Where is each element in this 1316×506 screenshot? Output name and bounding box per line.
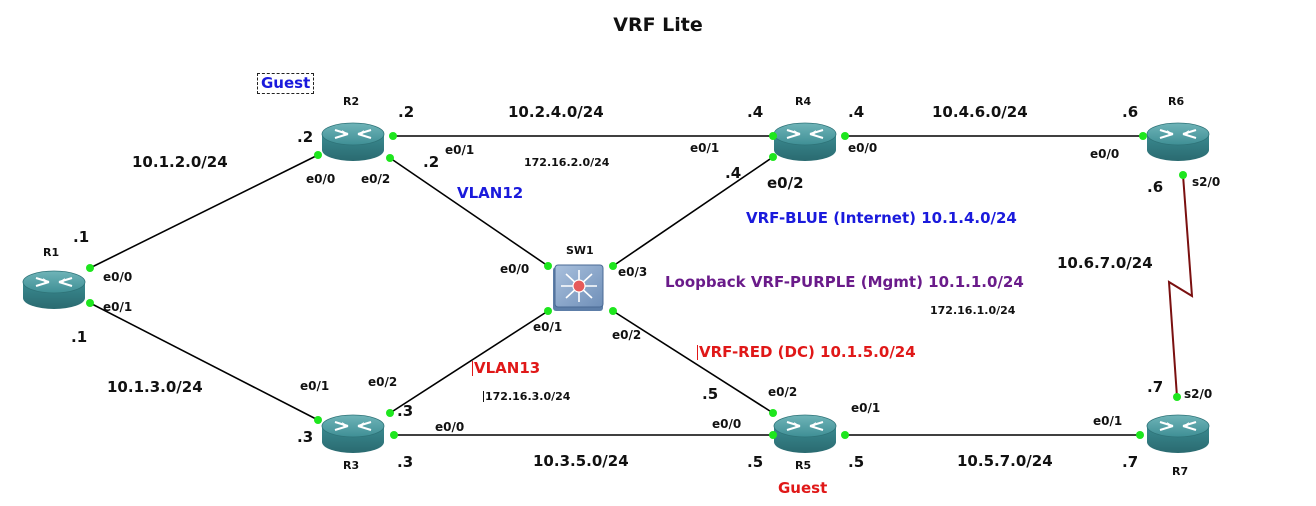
device-label-r7: R7 — [1172, 465, 1189, 478]
port-r6-e00: e0/0 — [1090, 147, 1120, 161]
router-r2-icon — [321, 122, 385, 162]
links — [89, 135, 1143, 436]
vlan13-label: VLAN13 — [472, 359, 541, 377]
device-label-r5: R5 — [795, 459, 812, 472]
port-r3-e02: e0/2 — [368, 375, 398, 389]
subnet-r6-r7: 10.6.7.0/24 — [1057, 254, 1153, 272]
host-r2-top: .2 — [398, 103, 415, 121]
subnet-r3-r5: 10.3.5.0/24 — [533, 452, 629, 470]
host-r7-top: .7 — [1147, 378, 1164, 396]
router-r3-icon — [321, 414, 385, 454]
port-r6-s20: s2/0 — [1192, 175, 1221, 189]
switch-sw1-icon — [553, 264, 604, 311]
host-r1-top: .1 — [73, 228, 90, 246]
host-r1-bottom: .1 — [71, 328, 88, 346]
guest-label-bottom: Guest — [778, 479, 828, 497]
host-r5-right: .5 — [848, 453, 865, 471]
router-r4-icon — [773, 122, 837, 162]
link-r2-sw1 — [389, 157, 549, 267]
port-sw1-e01: e0/1 — [533, 320, 563, 334]
host-r5-left: .5 — [747, 453, 764, 471]
port-r5-e02: e0/2 — [768, 385, 798, 399]
host-r5-sw: .5 — [702, 385, 719, 403]
subnet-r4-r6: 10.4.6.0/24 — [932, 103, 1028, 121]
host-r3-sw: .3 — [397, 402, 414, 420]
subnet-r1-r2: 10.1.2.0/24 — [132, 153, 228, 171]
host-r3-bottom: .3 — [397, 453, 414, 471]
port-r4-e02: e0/2 — [767, 174, 804, 192]
vrf-blue-label: VRF-BLUE (Internet) 10.1.4.0/24 — [746, 209, 1017, 227]
vlan12-label: VLAN12 — [457, 184, 524, 202]
port-r4-e01: e0/1 — [690, 141, 720, 155]
port-r3-e00: e0/0 — [435, 420, 465, 434]
host-r4-left: .4 — [747, 103, 764, 121]
link-sw1-r3 — [389, 310, 549, 414]
port-r1-e01: e0/1 — [103, 300, 133, 314]
port-r5-e01: e0/1 — [851, 401, 881, 415]
port-r2-e01: e0/1 — [445, 143, 475, 157]
vrf-red-label: VRF-RED (DC) 10.1.5.0/24 — [697, 343, 916, 361]
host-r6-bottom: .6 — [1147, 178, 1164, 196]
host-r2-sw: .2 — [423, 153, 440, 171]
host-r6-left: .6 — [1122, 103, 1139, 121]
host-r2-left: .2 — [297, 128, 314, 146]
port-r4-e00: e0/0 — [848, 141, 878, 155]
device-label-r4: R4 — [795, 95, 812, 108]
port-r7-e01: e0/1 — [1093, 414, 1123, 428]
device-label-r6: R6 — [1168, 95, 1185, 108]
subnet-r5-r7: 10.5.7.0/24 — [957, 452, 1053, 470]
port-sw1-e00: e0/0 — [500, 262, 530, 276]
port-sw1-e03: e0/3 — [618, 265, 648, 279]
port-r5-e00: e0/0 — [712, 417, 742, 431]
diagram-title: VRF Lite — [613, 14, 703, 36]
host-r4-right: .4 — [848, 103, 865, 121]
device-label-r3: R3 — [343, 459, 360, 472]
link-r6-r7-serial — [1167, 174, 1194, 398]
host-r7-left: .7 — [1122, 453, 1139, 471]
vrf-purple-label: Loopback VRF-PURPLE (Mgmt) 10.1.1.0/24 — [665, 273, 1024, 291]
port-r3-e01: e0/1 — [300, 379, 330, 393]
port-dots — [86, 132, 1187, 439]
subnet-vlan13: 172.16.3.0/24 — [483, 390, 571, 403]
port-sw1-e02: e0/2 — [612, 328, 642, 342]
router-r5-icon — [773, 414, 837, 454]
device-label-r1: R1 — [43, 246, 60, 259]
link-r1-r3 — [89, 302, 319, 421]
host-r4-sw: .4 — [725, 164, 742, 182]
guest-label-top: Guest — [257, 73, 315, 94]
router-r1-icon — [22, 270, 86, 310]
host-r3-left: .3 — [297, 428, 314, 446]
subnet-loopback: 172.16.1.0/24 — [930, 304, 1016, 317]
port-r2-e02: e0/2 — [361, 172, 391, 186]
link-sw1-r5 — [612, 310, 774, 414]
subnet-r2-r4: 10.2.4.0/24 — [508, 103, 604, 121]
device-label-r2: R2 — [343, 95, 360, 108]
router-r7-icon — [1146, 414, 1210, 454]
device-label-sw1: SW1 — [566, 244, 594, 257]
port-r7-s20: s2/0 — [1184, 387, 1213, 401]
subnet-r1-r3: 10.1.3.0/24 — [107, 378, 203, 396]
link-r4-sw1 — [612, 156, 774, 267]
link-r1-r2 — [89, 154, 319, 269]
port-r1-e00: e0/0 — [103, 270, 133, 284]
subnet-vlan12: 172.16.2.0/24 — [524, 156, 610, 169]
port-r2-e00: e0/0 — [306, 172, 336, 186]
router-r6-icon — [1146, 122, 1210, 162]
